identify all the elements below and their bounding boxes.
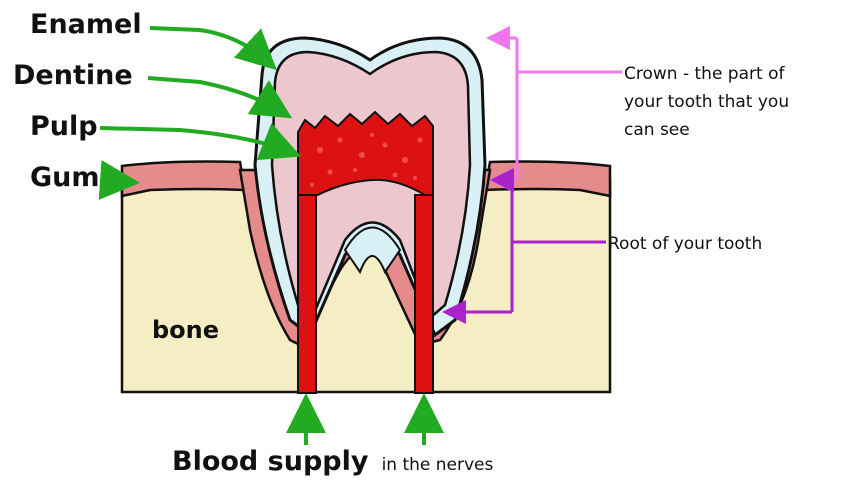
bone-label: bone [152,316,219,344]
crown-bracket [492,38,622,180]
dentine-label: Dentine [13,60,133,91]
enamel-label: Enamel [30,9,142,40]
crown-label-line2: your tooth that you [624,92,789,112]
gum-label: Gum [30,162,100,193]
in-the-nerves-label: in the nerves [382,455,494,475]
root-canal-left [298,195,316,393]
gum-arrow [100,180,128,182]
enamel-arrow [150,28,268,62]
crown-label-line3: can see [624,120,690,140]
pulp-label: Pulp [30,111,98,142]
blood-supply-label: Blood supply [172,446,369,477]
root-label: Root of your tooth [608,234,762,254]
crown-label-line1: Crown - the part of [624,64,785,84]
blood-supply-caption: Blood supply in the nerves [172,446,494,477]
root-canal-right [415,195,433,393]
